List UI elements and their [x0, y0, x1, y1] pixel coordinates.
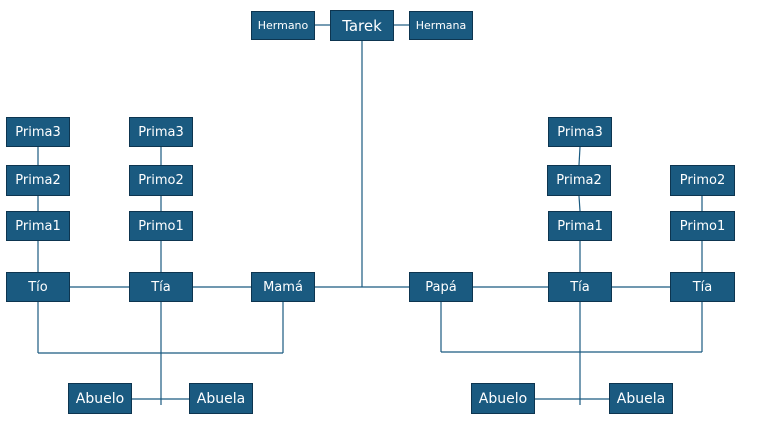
node-tio-prima2: Prima2	[6, 165, 70, 196]
edge	[578, 195, 581, 212]
node-tio-prima1: Prima1	[6, 211, 70, 241]
node-tio-prima3: Prima3	[6, 117, 70, 147]
node-abuela-maternal: Abuela	[189, 383, 253, 414]
node-tia-p1-prima1: Prima1	[548, 211, 612, 241]
node-tia-m-primo2: Primo2	[129, 165, 193, 196]
node-hermano: Hermano	[251, 11, 315, 40]
node-abuelo-maternal: Abuelo	[68, 383, 132, 414]
node-tia-p1-prima2: Prima2	[547, 165, 611, 196]
node-papa: Papá	[409, 272, 473, 302]
node-tia-m-prima3: Prima3	[129, 117, 193, 147]
node-tia-m-primo1: Primo1	[129, 211, 193, 241]
node-hermana: Hermana	[409, 11, 473, 40]
node-tarek: Tarek	[330, 10, 394, 41]
node-tia-p1-prima3: Prima3	[548, 117, 612, 147]
node-tia-p2-primo1: Primo1	[670, 211, 735, 241]
edge	[578, 146, 581, 166]
node-tia-p2-primo2: Primo2	[670, 165, 735, 196]
node-abuelo-paternal: Abuelo	[471, 383, 535, 414]
node-tia-paternal-1: Tía	[548, 272, 612, 302]
node-abuela-paternal: Abuela	[609, 383, 673, 414]
node-tia-paternal-2: Tía	[670, 272, 735, 302]
node-tio: Tío	[6, 272, 70, 302]
node-mama: Mamá	[251, 272, 315, 302]
node-tia-maternal: Tía	[129, 272, 193, 302]
